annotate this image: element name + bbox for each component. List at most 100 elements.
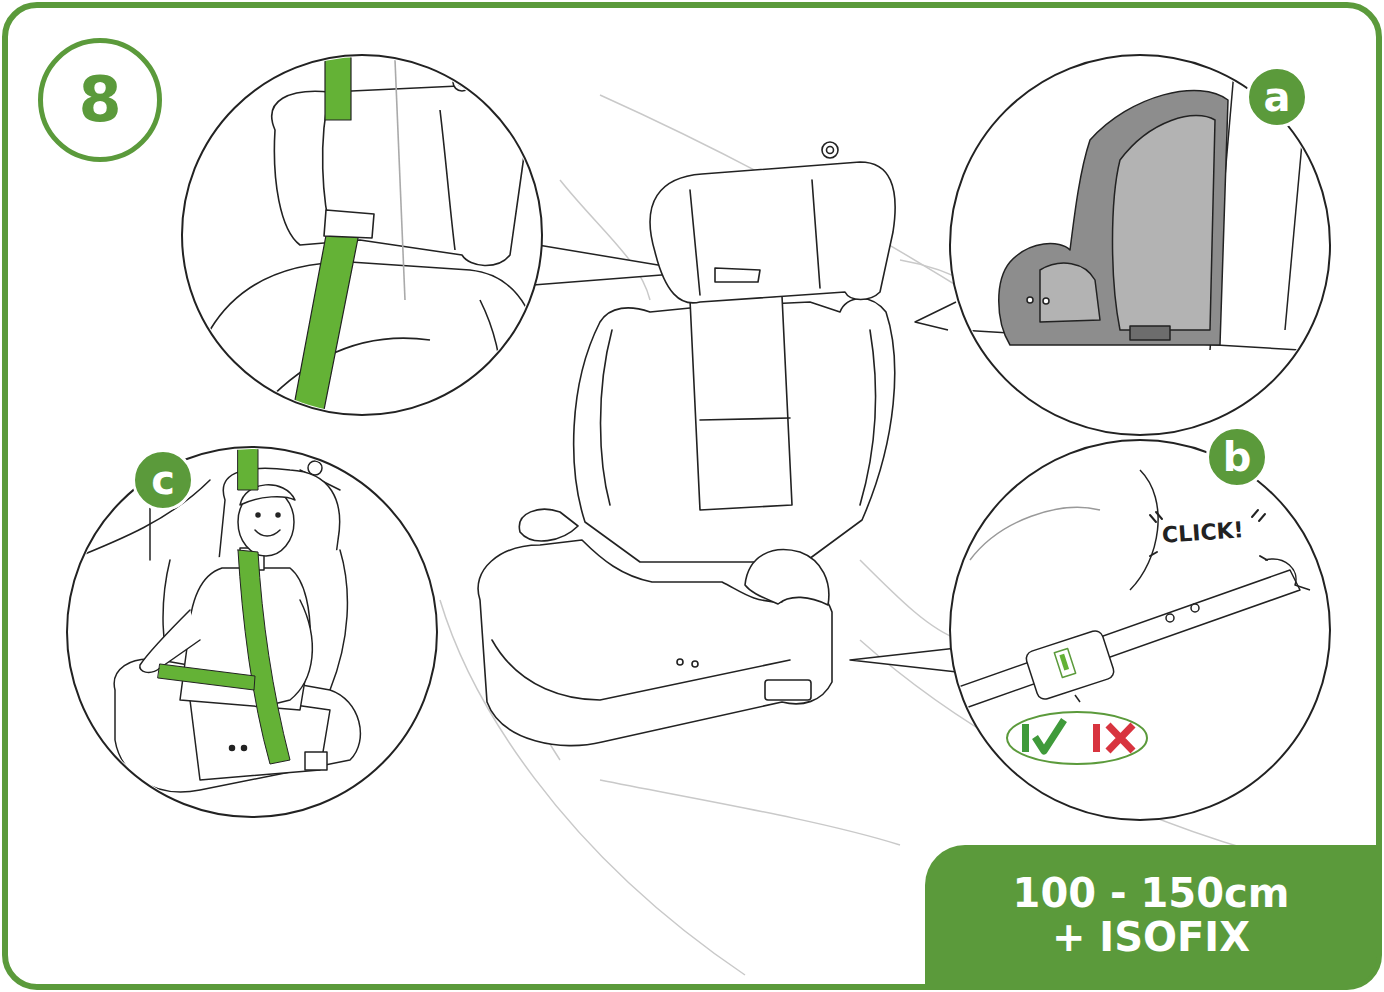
lock-indicator-part	[1022, 724, 1029, 752]
zoom-child-part-part	[276, 513, 280, 517]
zoom-isofix-part-part	[1075, 695, 1080, 702]
zoom-headrest-part-part	[440, 110, 455, 250]
zoom-child-part-part	[114, 659, 360, 792]
node-text: a	[1264, 75, 1291, 119]
booster-seat-part	[692, 661, 698, 667]
booster-seat-part	[650, 162, 895, 303]
zoom-headrest-part-part	[480, 300, 502, 420]
booster-seat-part	[822, 142, 838, 158]
click-marks-part	[1259, 514, 1265, 521]
click-marks	[1150, 510, 1267, 560]
click-marks-part	[1150, 552, 1157, 556]
zoom-headrest-part	[210, 40, 545, 420]
zoom-child	[67, 430, 437, 817]
zoom-child-part-part	[255, 530, 280, 536]
zoom-headrest-part-part	[453, 73, 471, 91]
zoom-headrest-part-part	[324, 210, 374, 238]
zoom-child-part-part	[256, 513, 260, 517]
node-text: 100 - 150cm	[1013, 871, 1290, 915]
zoom-child-part	[70, 430, 360, 792]
zoom-child-part-part	[305, 752, 327, 770]
zoom-headrest	[182, 40, 545, 420]
booster-seat-part	[812, 180, 820, 288]
click-marks-part	[1252, 510, 1258, 517]
zoom-backrest-part-part	[1130, 326, 1170, 340]
zoom-isofix-part	[950, 440, 1330, 820]
booster-seat-part	[601, 330, 613, 505]
zoom-backrest-part-part	[1027, 297, 1033, 303]
lock-indicator-part	[1093, 724, 1100, 752]
zoom-isofix-part	[950, 470, 1310, 710]
zoom-isofix-part-part	[1059, 654, 1069, 671]
zoom-headrest-part-part	[272, 85, 525, 266]
zoom-headrest-part-part	[395, 60, 405, 300]
zoom-isofix-part-part	[970, 507, 1100, 560]
lock-indicator-part	[1108, 725, 1133, 751]
zoom-child-part-part	[140, 610, 200, 672]
node-text: + ISOFIX	[1052, 915, 1250, 959]
callout-letter: c	[132, 449, 194, 511]
node-text: c	[151, 458, 175, 502]
lock-indicator-part	[1035, 720, 1064, 751]
callout-pointer-part	[915, 302, 956, 330]
lock-indicator	[1007, 712, 1147, 764]
click-marks-part	[1260, 556, 1267, 560]
zoom-child-part-part	[158, 664, 255, 690]
zoom-headrest-part-part	[292, 214, 362, 420]
sound-label: CLICK!	[1161, 517, 1244, 548]
step-number: 8	[38, 38, 162, 162]
zoom-child-part-part	[308, 461, 322, 475]
callout-letter: a	[1246, 66, 1308, 128]
click-marks-part	[1150, 515, 1156, 522]
booster-seat-part	[519, 509, 578, 541]
booster-seat-part	[715, 268, 760, 282]
car-seat-lines-part	[600, 780, 900, 845]
zoom-backrest-part-part	[999, 90, 1228, 345]
booster-seat-part	[492, 640, 790, 700]
zoom-backrest-part-part	[1285, 110, 1305, 330]
node-text: b	[1223, 435, 1252, 479]
zoom-isofix-part-part	[1054, 648, 1075, 677]
zoom-backrest	[950, 55, 1330, 435]
zoom-child-part-part	[238, 430, 258, 490]
zoom-isofix-part-part	[1265, 559, 1310, 590]
booster-seat-part	[745, 550, 829, 605]
click-marks-part	[1156, 512, 1162, 519]
frame	[5, 5, 1379, 987]
zoom-child-part-part	[230, 746, 235, 751]
zoom-headrest-part-part	[325, 40, 351, 120]
zoom-backrest-part-part	[1040, 263, 1100, 322]
booster-seat-part	[690, 190, 700, 295]
zoom-child-part	[67, 447, 437, 817]
booster-seat-part	[765, 680, 811, 700]
zoom-headrest-part-part	[250, 338, 430, 420]
node-text: 8	[78, 66, 121, 134]
callout-letter: b	[1206, 426, 1268, 488]
booster-seat-part	[690, 296, 792, 510]
zoom-isofix	[950, 440, 1330, 820]
zoom-child-part-part	[242, 746, 247, 751]
booster-seat-part	[700, 418, 790, 420]
zoom-backrest-part-part	[1113, 116, 1216, 330]
zoom-child-part-part	[238, 550, 290, 764]
zoom-headrest-part-part	[210, 262, 545, 380]
booster-seat-part	[827, 147, 834, 154]
zoom-backrest-part-part	[1043, 298, 1049, 304]
zoom-isofix-part-part	[1130, 470, 1158, 590]
zoom-backrest-part	[950, 55, 1330, 435]
zoom-headrest-part	[182, 55, 542, 415]
booster-seat-part	[860, 330, 875, 505]
zoom-isofix-part-part	[1166, 614, 1174, 622]
zoom-isofix-part-part	[1024, 629, 1116, 701]
car-seat-lines-part	[860, 560, 960, 640]
booster-seat-part	[478, 540, 832, 746]
callout-pointer-part	[850, 648, 957, 672]
zoom-isofix-part-part	[950, 570, 1300, 710]
zoom-isofix-part-part	[1191, 604, 1199, 612]
lock-indicator-part	[1007, 712, 1147, 764]
size-band: 100 - 150cm+ ISOFIX	[925, 845, 1377, 985]
booster-seat-part	[677, 659, 683, 665]
